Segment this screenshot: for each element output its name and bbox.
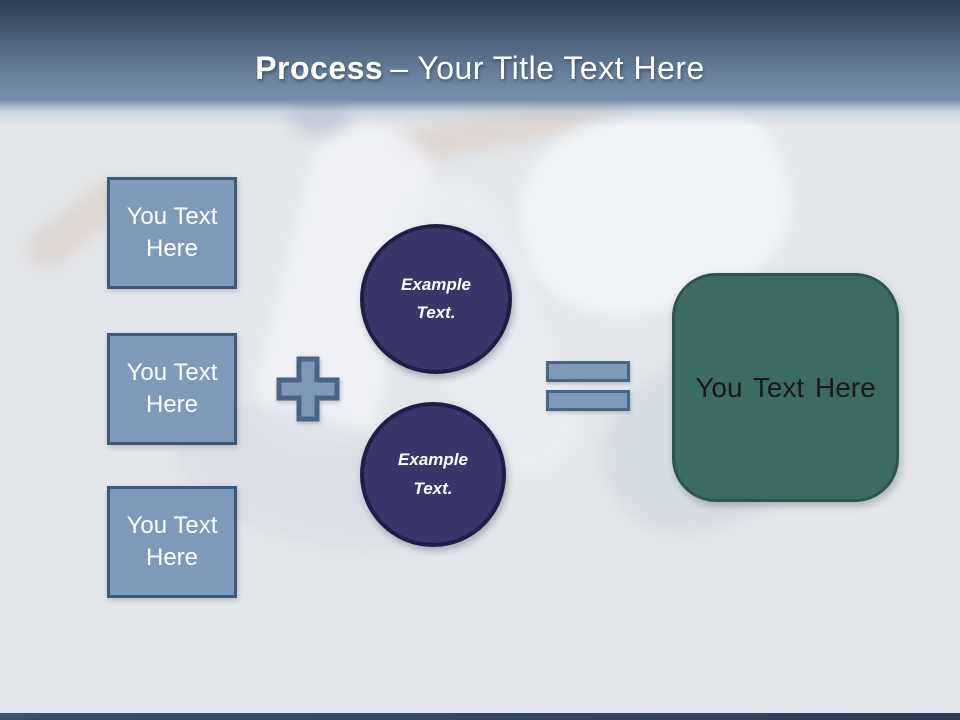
example-circle-1-label: Example Text.: [401, 274, 471, 322]
slide-title-keyword: Process: [255, 50, 384, 86]
slide-title-rest: – Your Title Text Here: [390, 50, 705, 86]
slide-title: Process– Your Title Text Here: [0, 50, 960, 87]
example-circle-1: Example Text.: [360, 224, 512, 374]
equals-icon: [546, 361, 630, 411]
left-box-3-label: You Text Here: [126, 512, 218, 571]
result-box: You Text Here: [672, 273, 899, 502]
equals-bar-top: [546, 361, 630, 382]
equals-bar-bottom: [546, 390, 630, 411]
left-box-2: You Text Here: [107, 333, 237, 445]
left-box-3: You Text Here: [107, 486, 237, 598]
left-box-1: You Text Here: [107, 177, 237, 289]
left-box-1-label: You Text Here: [126, 203, 218, 262]
title-banner-fade: [0, 100, 960, 126]
footer-bar: [0, 713, 960, 720]
title-banner: [0, 0, 960, 100]
example-circle-2: Example Text.: [360, 402, 506, 547]
example-circle-2-label: Example Text.: [398, 450, 468, 498]
left-box-2-label: You Text Here: [126, 359, 218, 418]
plus-icon: [276, 356, 340, 422]
result-box-label: You Text Here: [695, 371, 876, 403]
